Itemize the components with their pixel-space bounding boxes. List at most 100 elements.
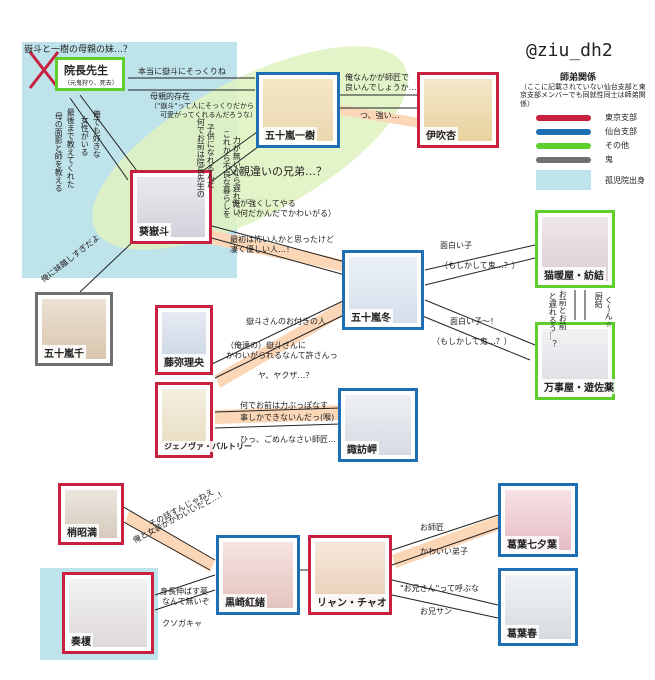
vlabel-kasumi-yusa-2: く〜ん☆ <box>604 296 614 329</box>
legend-swatch <box>536 170 591 190</box>
vlabel-gakuto-ichiki-2: 子供になれるんだ <box>206 124 216 188</box>
legend-swatch <box>536 142 591 149</box>
char-name: 黒崎紅緒 <box>223 594 267 609</box>
char-name: 五十嵐千 <box>42 345 86 360</box>
legend-label: その他 <box>605 141 629 150</box>
char-name: 万事屋・遊佐薬 <box>542 379 616 394</box>
vlabel-yusa-kasumi-2: と遅れるう…？ <box>548 292 558 348</box>
label-ichiki-ibuki: 俺なんかが師匠で <box>345 73 409 82</box>
label-rio-hase-2: （俺達の）嶽斗さんに <box>226 341 306 350</box>
vlabel-yusa-kasumi: お前とお前 <box>558 290 568 330</box>
char-name: 葛葉七夕葉 <box>505 536 559 551</box>
label-hase-gakuto-2: 凄く優しい人…！ <box>230 245 294 254</box>
band <box>215 300 350 388</box>
label-chao-haru: "お兄さん"って呼ぶな <box>400 584 479 593</box>
char-name: 奏榎 <box>69 633 93 648</box>
card-gakuto: 葵嶽斗 <box>130 170 212 244</box>
label-nanaha-chao: かわいい弟子 <box>420 547 468 556</box>
band <box>125 510 215 572</box>
vlabel-orphan-2b: 母の面影と師を教える <box>54 112 64 192</box>
char-name: 諏訪岬 <box>345 441 379 456</box>
label-misaki-jeno: ひっ、ごめんなさい師匠… <box>240 435 336 444</box>
char-name: 伊吹杏 <box>424 127 458 142</box>
legend-label: 鬼 <box>605 155 613 164</box>
label-incho-ichiki: 本当に嶽斗にそっくりね <box>138 67 226 76</box>
card-yusa: 万事屋・遊佐薬 <box>535 322 616 400</box>
card-hase: 五十嵐冬 <box>342 250 424 330</box>
legend-item-sendai: 仙台支部 <box>536 126 637 137</box>
label-brothers: 父親違いの兄弟…？ <box>228 165 327 178</box>
char-name: 五十嵐一樹 <box>263 127 317 142</box>
label-kanade-kurosaki: クソガキャ <box>162 619 202 628</box>
char-name: 五十嵐冬 <box>349 309 393 324</box>
card-nanaha: 葛葉七夕葉 <box>498 483 578 557</box>
card-kurosaki: 黒崎紅緒 <box>216 535 300 615</box>
label-rio-hase: 嶽斗さんのお付きの人 <box>246 317 326 326</box>
card-ichiki: 五十嵐一樹 <box>256 72 340 148</box>
card-misaki: 諏訪岬 <box>338 388 418 462</box>
legend-label: 東京支部 <box>605 113 637 122</box>
char-name: 院長先生 <box>64 64 108 77</box>
legend-swatch <box>536 156 591 163</box>
label-jeno-misaki-2: 事しかできないんだっ(喉) <box>240 413 335 422</box>
band <box>340 105 420 128</box>
legend-swatch <box>536 128 591 135</box>
label-ibuki-ichiki: つ、強い… <box>360 111 400 120</box>
label-ichiki-incho-3: 可愛がってくれるんだろうな） <box>160 111 258 119</box>
label-hase-yusa-2: （もしかして鬼…？） <box>432 337 512 346</box>
card-chao: リャン・チャオ <box>308 535 392 615</box>
card-kasumi: 猫暖屋・紡結 <box>535 210 615 288</box>
char-sub: （元鬼狩り、死去） <box>64 80 118 87</box>
char-name: 猫暖屋・紡結 <box>542 267 606 282</box>
char-name: 梢昭満 <box>65 524 99 539</box>
label-gakuto-hase: 俺が強くしてやる <box>232 199 296 208</box>
author-handle: @ziu_dh2 <box>526 40 613 61</box>
card-jeno: ジェノヴァ・バルトリー <box>155 382 254 458</box>
legend-item-tokyo: 東京支部 <box>536 112 637 123</box>
vlabel-ichiki-gakuto-2: 力が無いから遅れたい <box>232 136 242 216</box>
card-mitsuru: 梢昭満 <box>58 483 124 545</box>
label-ichiki-incho-2: （"嶽斗"って人にそっくりだから <box>150 102 254 110</box>
band <box>392 515 505 568</box>
vlabel-gakuto-ichiki: 何でお前は院長先生の <box>196 118 206 198</box>
legend-item-oni: 鬼 <box>536 154 613 165</box>
legend-label: 孤児院出身 <box>605 175 645 185</box>
card-rio: 藤弥理央 <box>155 305 213 375</box>
card-haru: 葛葉春 <box>498 568 578 646</box>
label-ichiki-ibuki-2: 良いんでしょうか… <box>345 83 417 92</box>
label-gakuto-hase-2: （何だかんだでかわいがる） <box>232 209 336 218</box>
char-name: 藤弥理央 <box>162 354 206 369</box>
card-kanade: 奏榎 <box>62 572 154 654</box>
card-sadame: 五十嵐千 <box>35 292 113 366</box>
label-ichiki-incho: 母親的存在 <box>150 92 190 101</box>
legend-item-orphanage: 孤児院出身 <box>536 170 645 190</box>
legend-title: 師弟関係 <box>560 73 597 83</box>
label-kurosaki-kanade-2: なんて無いぞ <box>162 597 210 606</box>
card-ibuki: 伊吹杏 <box>417 72 499 148</box>
title-top: 嶽斗と一樹の母親の妹…？ <box>24 45 133 55</box>
legend-swatch <box>536 114 591 121</box>
vlabel-orphan-2: 最後まで教えてくれた <box>66 108 76 188</box>
vlabel-ichiki-gakuto: これから不良な暮らしを <box>222 130 232 218</box>
portrait <box>162 389 206 451</box>
char-name: 葛葉春 <box>505 625 539 640</box>
vlabel-orphan-1b: 女性がいる <box>80 116 90 156</box>
band <box>190 225 345 272</box>
label-hase-gakuto: 最初は怖い人かと思ったけど <box>230 235 334 244</box>
char-name: リャン・チャオ <box>315 594 389 609</box>
label-hase-kasumi-2: （もしかして鬼…？） <box>440 261 520 270</box>
legend-note: （ここに記載されていない仙台支部と東京支部メンバーでも同就性同士は師弟関係） <box>520 83 646 108</box>
label-hase-kasumi: 面白い子 <box>440 241 472 250</box>
label-yakuza: ヤ、ヤクザ…？ <box>258 371 314 380</box>
vlabel-kasumi-yusa: 厨結 <box>594 292 604 308</box>
legend-item-other: その他 <box>536 140 629 151</box>
char-name: 葵嶽斗 <box>137 223 171 238</box>
label-jeno-misaki: 何でお前は力ぶっぽなす <box>240 401 328 410</box>
vlabel-orphan-1: 俺でも好きな <box>92 110 102 158</box>
card-incho: 院長先生 （元鬼狩り、死去） <box>55 57 125 91</box>
char-name: ジェノヴァ・バルトリー <box>162 441 254 452</box>
legend-label: 仙台支部 <box>605 127 637 136</box>
label-rio-hase-3: かわいがられるなんて許さんっ <box>226 351 338 360</box>
label-hase-yusa: 面白い子〜！ <box>450 317 498 326</box>
label-chao-nanaha: お師匠 <box>420 523 444 532</box>
